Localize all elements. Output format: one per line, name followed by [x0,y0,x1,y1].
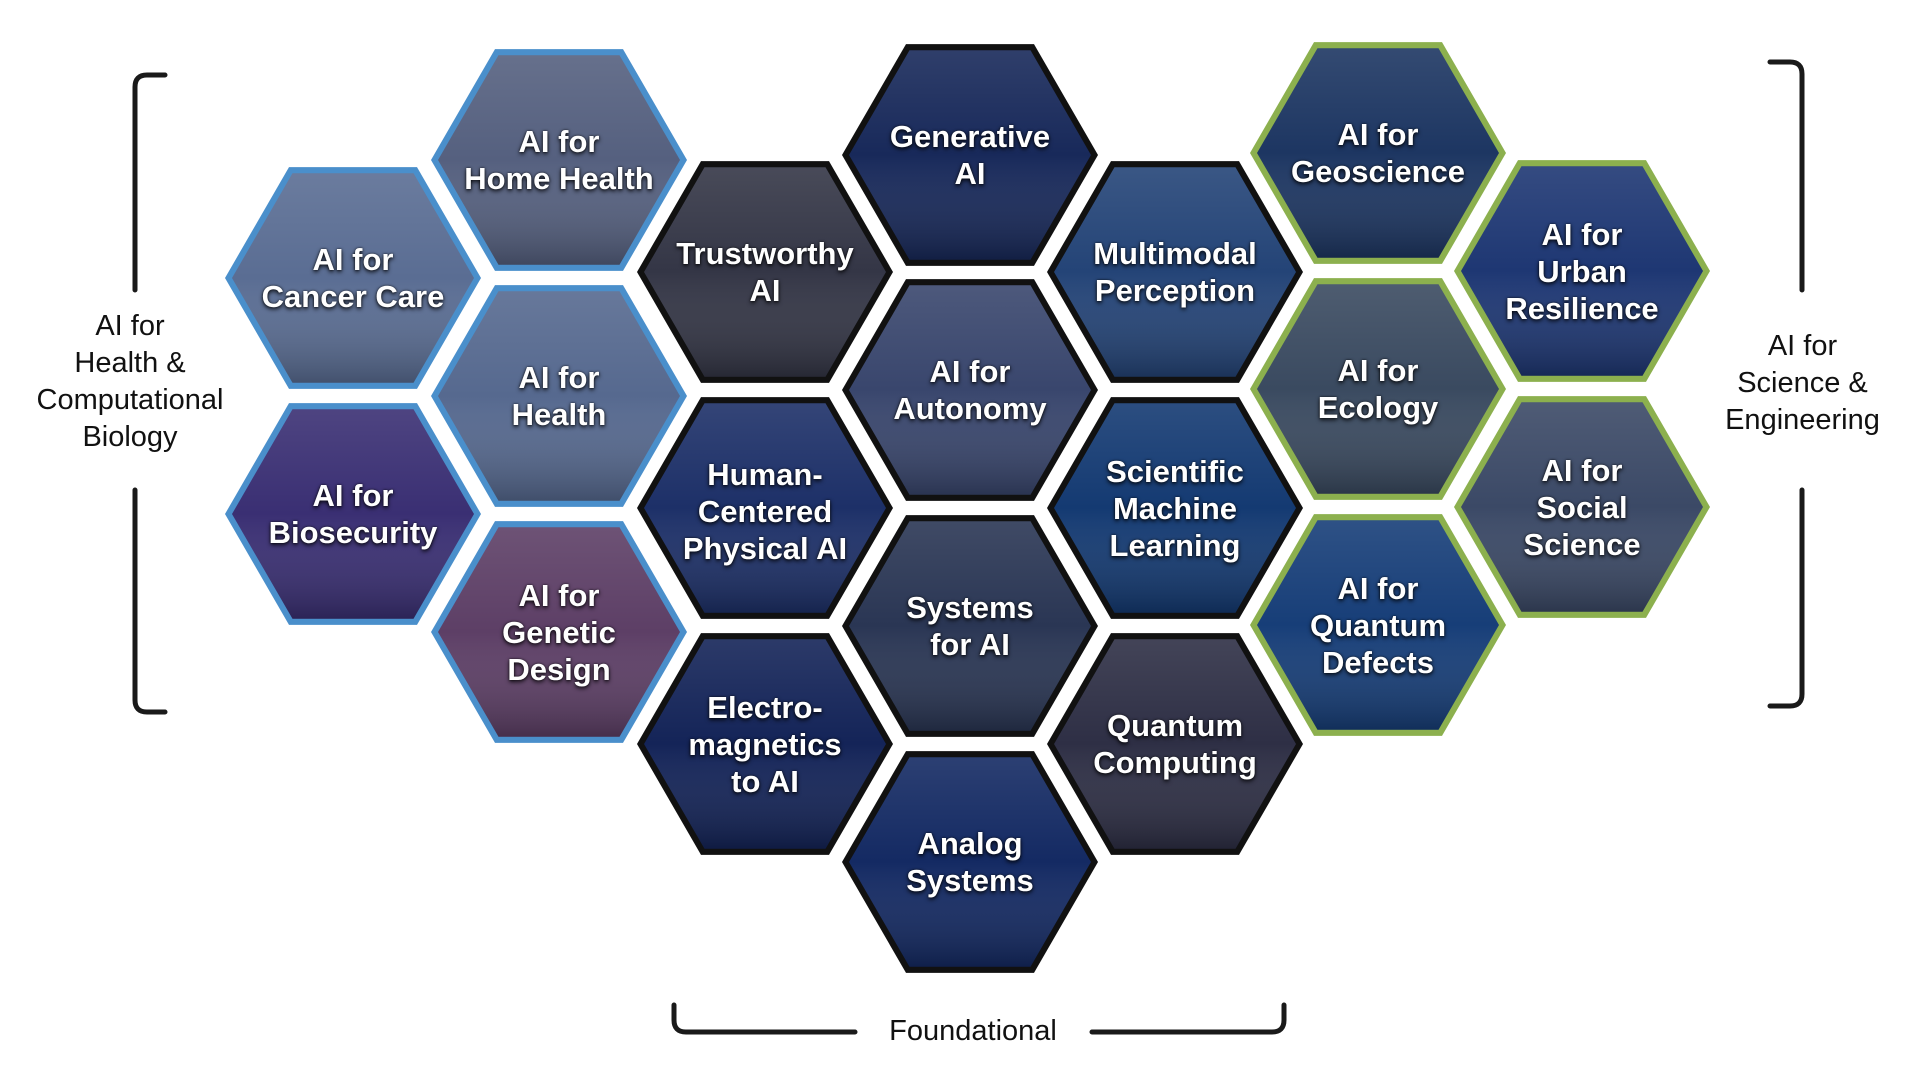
hex-tile-electromagnetics [637,633,893,855]
hex-tile-biosecurity [225,403,481,625]
hex-tile-layer [225,42,1710,973]
hex-shading [232,173,474,383]
hex-shading [1461,402,1703,612]
hex-tile-urban-resilience [1454,160,1710,382]
hex-tile-multimodal-perception [1047,161,1303,383]
hex-tile-trustworthy-ai [637,161,893,383]
hex-shading [1054,167,1296,377]
hex-tile-geoscience [1250,42,1506,264]
hex-shading [1054,639,1296,849]
hex-shading [1054,403,1296,613]
foundational-bracket [671,1002,1287,1035]
hex-shading [232,409,474,619]
hex-shading [1257,48,1499,258]
hex-tile-quantum-computing [1047,633,1303,855]
health-bracket [132,72,168,715]
hex-shading [438,527,680,737]
hex-tile-quantum-defects [1250,514,1506,736]
hex-tile-scientific-ml [1047,397,1303,619]
hex-tile-health [431,285,687,507]
hex-shading [1461,166,1703,376]
hex-tile-social-science [1454,396,1710,618]
health-group-label: AI for Health & Computational Biology [36,310,224,453]
hex-tile-generative-ai [842,44,1098,266]
hex-tile-ecology [1250,278,1506,500]
hex-shading [438,55,680,265]
science-group-label: AI for Science & Engineering [1725,330,1880,436]
hex-tile-autonomy [842,279,1098,501]
hex-tile-home-health [431,49,687,271]
hex-shading [849,757,1091,967]
hex-tile-systems-for-ai [842,515,1098,737]
hex-shading [849,521,1091,731]
hex-shading [1257,284,1499,494]
hex-shading [849,285,1091,495]
hex-tile-cancer-care [225,167,481,389]
foundational-group-label: Foundational [889,1015,1057,1047]
hex-shading [438,291,680,501]
science-bracket [1767,59,1805,709]
hex-tile-human-centered [637,397,893,619]
hex-shading [644,167,886,377]
hex-shading [644,403,886,613]
hex-shading [849,50,1091,260]
hex-tile-analog-systems [842,751,1098,973]
hex-shading [644,639,886,849]
hex-tile-genetic-design [431,521,687,743]
hex-shading [1257,520,1499,730]
